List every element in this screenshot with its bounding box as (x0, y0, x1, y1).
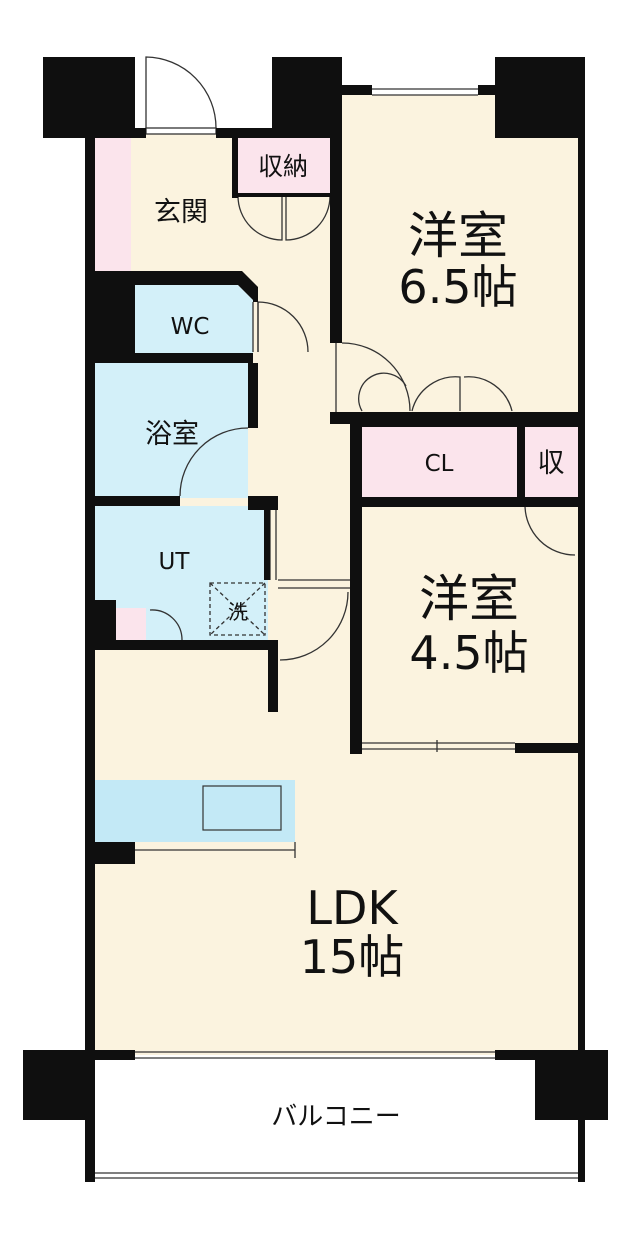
label-cl: CL (425, 451, 454, 477)
genkan-shoe-storage (95, 138, 131, 271)
label-ldk-size: 15帖 (300, 930, 405, 984)
ut-sink (116, 608, 146, 640)
wc-floor[interactable] (135, 285, 253, 353)
label-washer: 洗 (228, 600, 248, 624)
label-yoshitsu-65-name: 洋室 (408, 207, 508, 265)
label-ut: UT (159, 549, 191, 575)
balcony-floor[interactable] (95, 1060, 578, 1178)
kitchen-counter (95, 780, 295, 842)
genkan-floor[interactable] (130, 138, 237, 271)
label-yoshitsu-45-name: 洋室 (419, 570, 519, 628)
kitchen-sink (202, 785, 282, 831)
label-shu: 収 (538, 448, 565, 479)
label-genkan: 玄関 (154, 197, 208, 228)
thin-details (95, 56, 578, 1179)
walls (23, 57, 608, 1182)
label-shuno: 収納 (258, 152, 308, 181)
bath-floor[interactable] (95, 363, 248, 498)
cl-storage[interactable] (362, 427, 517, 497)
shuno-storage[interactable] (237, 138, 332, 193)
shu-storage[interactable] (525, 427, 578, 497)
yoshitsu-65-floor[interactable] (340, 95, 578, 425)
room-labels: 玄関 収納 WC 浴室 UT 洗 洋室 6.5帖 CL 収 洋室 4.5帖 LD… (145, 152, 565, 1132)
label-yoshitsu-45-size: 4.5帖 (409, 626, 528, 680)
label-ldk-name: LDK (306, 881, 399, 935)
room-fills (95, 95, 578, 1178)
label-wc: WC (171, 314, 210, 340)
label-bath: 浴室 (145, 419, 199, 450)
label-yoshitsu-65-size: 6.5帖 (398, 260, 517, 314)
label-balcony: バルコニー (271, 1102, 400, 1132)
